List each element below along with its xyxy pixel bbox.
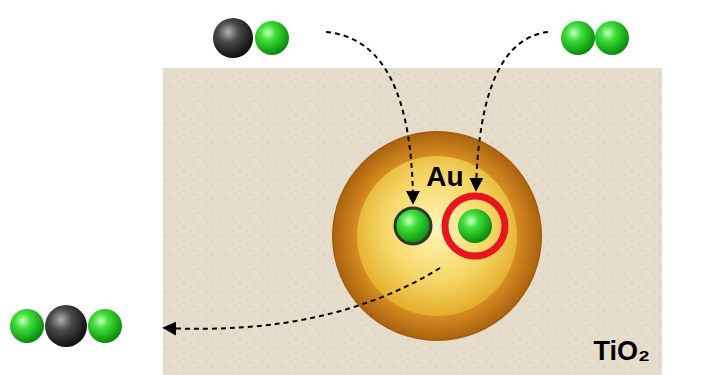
tio2-support (163, 68, 662, 375)
node-label: TiO₂ (593, 336, 650, 367)
support-region: TiO₂ Au (163, 68, 662, 375)
dashed-arrows (165, 32, 548, 329)
particle-circle: Au (332, 131, 546, 341)
co-molecule (213, 18, 289, 58)
node-label: Au (344, 161, 546, 193)
cl2-molecule (561, 21, 629, 55)
cocl2-molecule (10, 305, 122, 347)
adsorbed-species (395, 196, 505, 256)
